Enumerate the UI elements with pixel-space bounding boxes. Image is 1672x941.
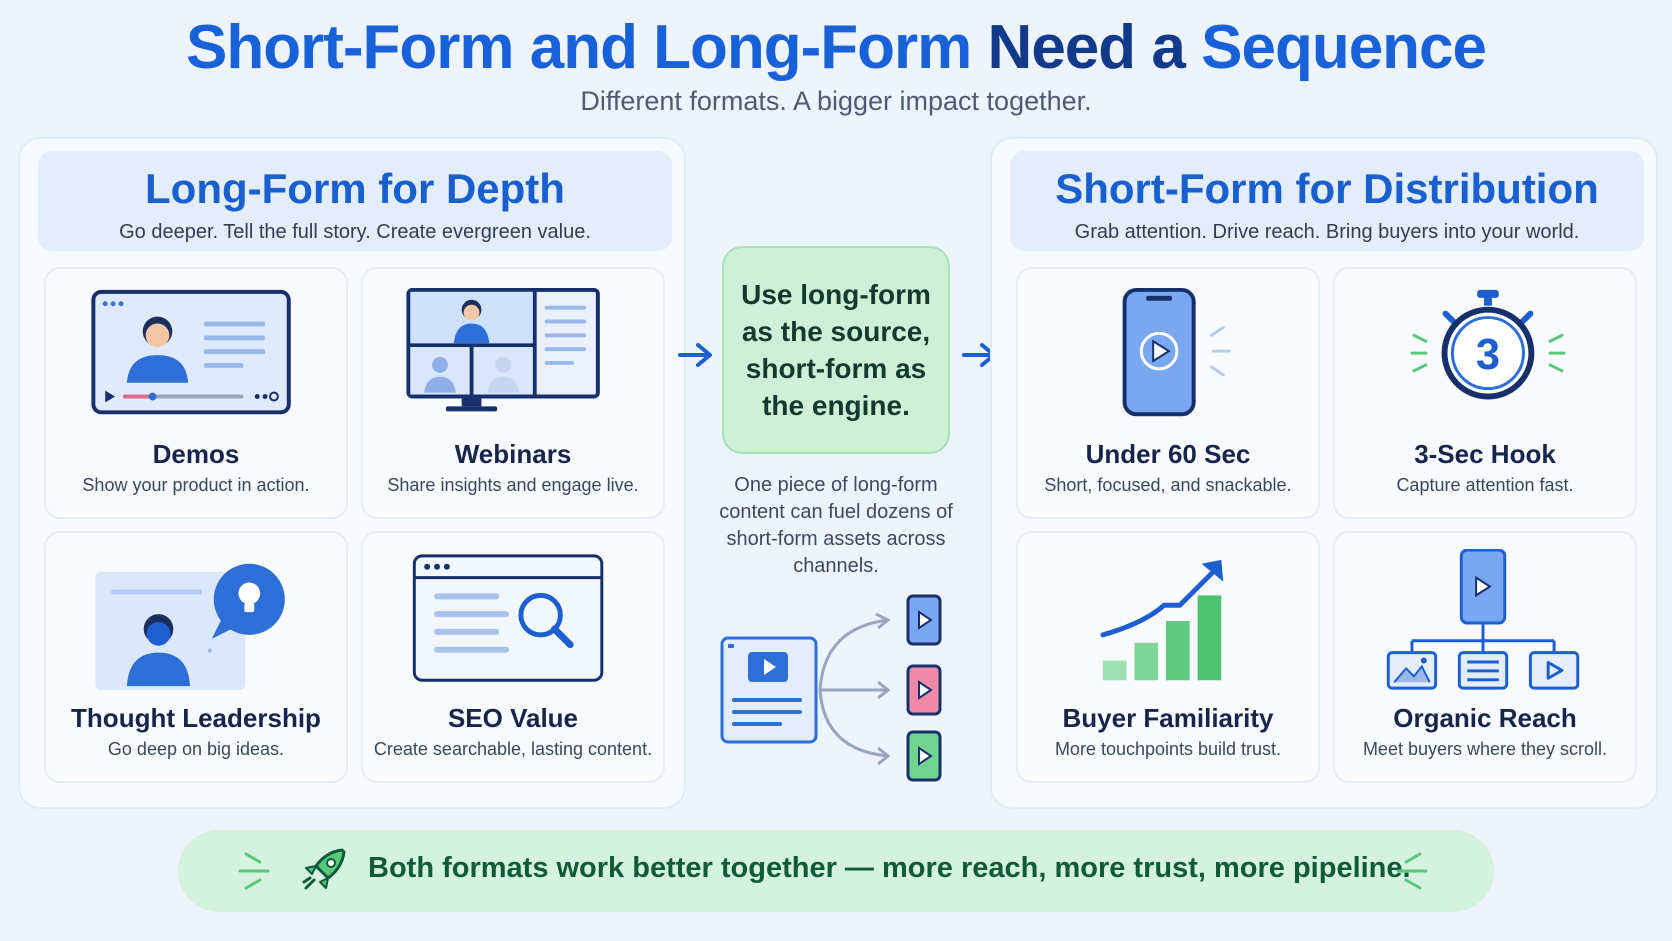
short-form-panel: Short-Form for Distribution Grab attenti…: [990, 137, 1658, 809]
short-form-subheading: Grab attention. Drive reach. Bring buyer…: [1074, 221, 1580, 243]
card-title: 3-Sec Hook: [1414, 439, 1556, 469]
growth-chart-icon: [1100, 559, 1224, 681]
banner-text: Both formats work better together — more…: [368, 852, 1411, 884]
card-under-60-sec: Under 60 Sec Short, focused, and snackab…: [1016, 267, 1320, 519]
card-desc: Create searchable, lasting content.: [373, 739, 653, 759]
card-webinars: Webinars Share insights and engage live.: [361, 267, 665, 519]
bottom-banner: Both formats work better together — more…: [178, 830, 1494, 912]
card-desc: Show your product in action.: [82, 475, 310, 495]
card-title: Webinars: [454, 439, 572, 469]
stopwatch-number: 3: [1476, 331, 1500, 379]
card-desc: More touchpoints build trust.: [1054, 739, 1282, 759]
short-form-heading: Short-Form for Distribution: [1055, 165, 1599, 212]
arrow-right-icon: [678, 343, 712, 367]
card-desc: Capture attention fast.: [1396, 475, 1574, 495]
sparkle-lines-icon: [238, 852, 270, 890]
card-desc: Short, focused, and snackable.: [1044, 475, 1292, 495]
card-title: SEO Value: [447, 703, 579, 733]
video-player-icon: [91, 289, 291, 415]
long-form-heading: Long-Form for Depth: [145, 165, 565, 212]
long-form-header: Long-Form for Depth Go deeper. Tell the …: [38, 151, 672, 251]
phone-play-icon: [1122, 287, 1231, 417]
card-title: Organic Reach: [1393, 703, 1577, 733]
long-form-subheading: Go deeper. Tell the full story. Create e…: [119, 221, 591, 243]
card-demos: Demos Show your product in action.: [44, 267, 348, 519]
card-desc: Meet buyers where they scroll.: [1362, 739, 1608, 759]
page-title: Short-Form and Long-Form Need a Sequence: [0, 12, 1672, 83]
center-headline: Use long-form as the source, short-form …: [741, 279, 931, 421]
card-desc: Share insights and engage live.: [387, 475, 639, 495]
card-thought-leadership: Thought Leadership Go deep on big ideas.: [44, 531, 348, 783]
search-page-icon: [412, 554, 604, 682]
short-form-header: Short-Form for Distribution Grab attenti…: [1010, 151, 1644, 251]
content-split-icon: [720, 594, 942, 782]
center-note: One piece of long-form content can fuel …: [719, 474, 953, 577]
title-part-3: Sequence: [1201, 13, 1487, 82]
card-title: Demos: [152, 439, 240, 469]
distribution-tree-icon: [1386, 549, 1580, 690]
title-part-2: Need a: [987, 13, 1186, 82]
sparkle-lines-icon: [1396, 852, 1428, 890]
card-seo-value: SEO Value Create searchable, lasting con…: [361, 531, 665, 783]
card-organic-reach: Organic Reach Meet buyers where they scr…: [1333, 531, 1637, 783]
title-part-1: Short-Form and Long-Form: [185, 13, 972, 82]
card-title: Thought Leadership: [71, 703, 321, 733]
rocket-icon: [302, 848, 346, 890]
lightbulb-speaker-icon: [95, 563, 285, 691]
long-form-panel: Long-Form for Depth Go deeper. Tell the …: [18, 137, 686, 809]
webinar-monitor-icon: [406, 287, 600, 412]
center-callout: Use long-form as the source, short-form …: [722, 246, 950, 454]
page-subtitle: Different formats. A bigger impact toget…: [580, 86, 1092, 116]
card-desc: Go deep on big ideas.: [107, 739, 285, 759]
card-buyer-familiarity: Buyer Familiarity More touchpoints build…: [1016, 531, 1320, 783]
card-3-sec-hook: 3 3-Sec Hook Capture attention fast.: [1333, 267, 1637, 519]
card-title: Buyer Familiarity: [1062, 703, 1274, 733]
stopwatch-icon: 3: [1410, 289, 1566, 400]
card-title: Under 60 Sec: [1085, 439, 1251, 469]
